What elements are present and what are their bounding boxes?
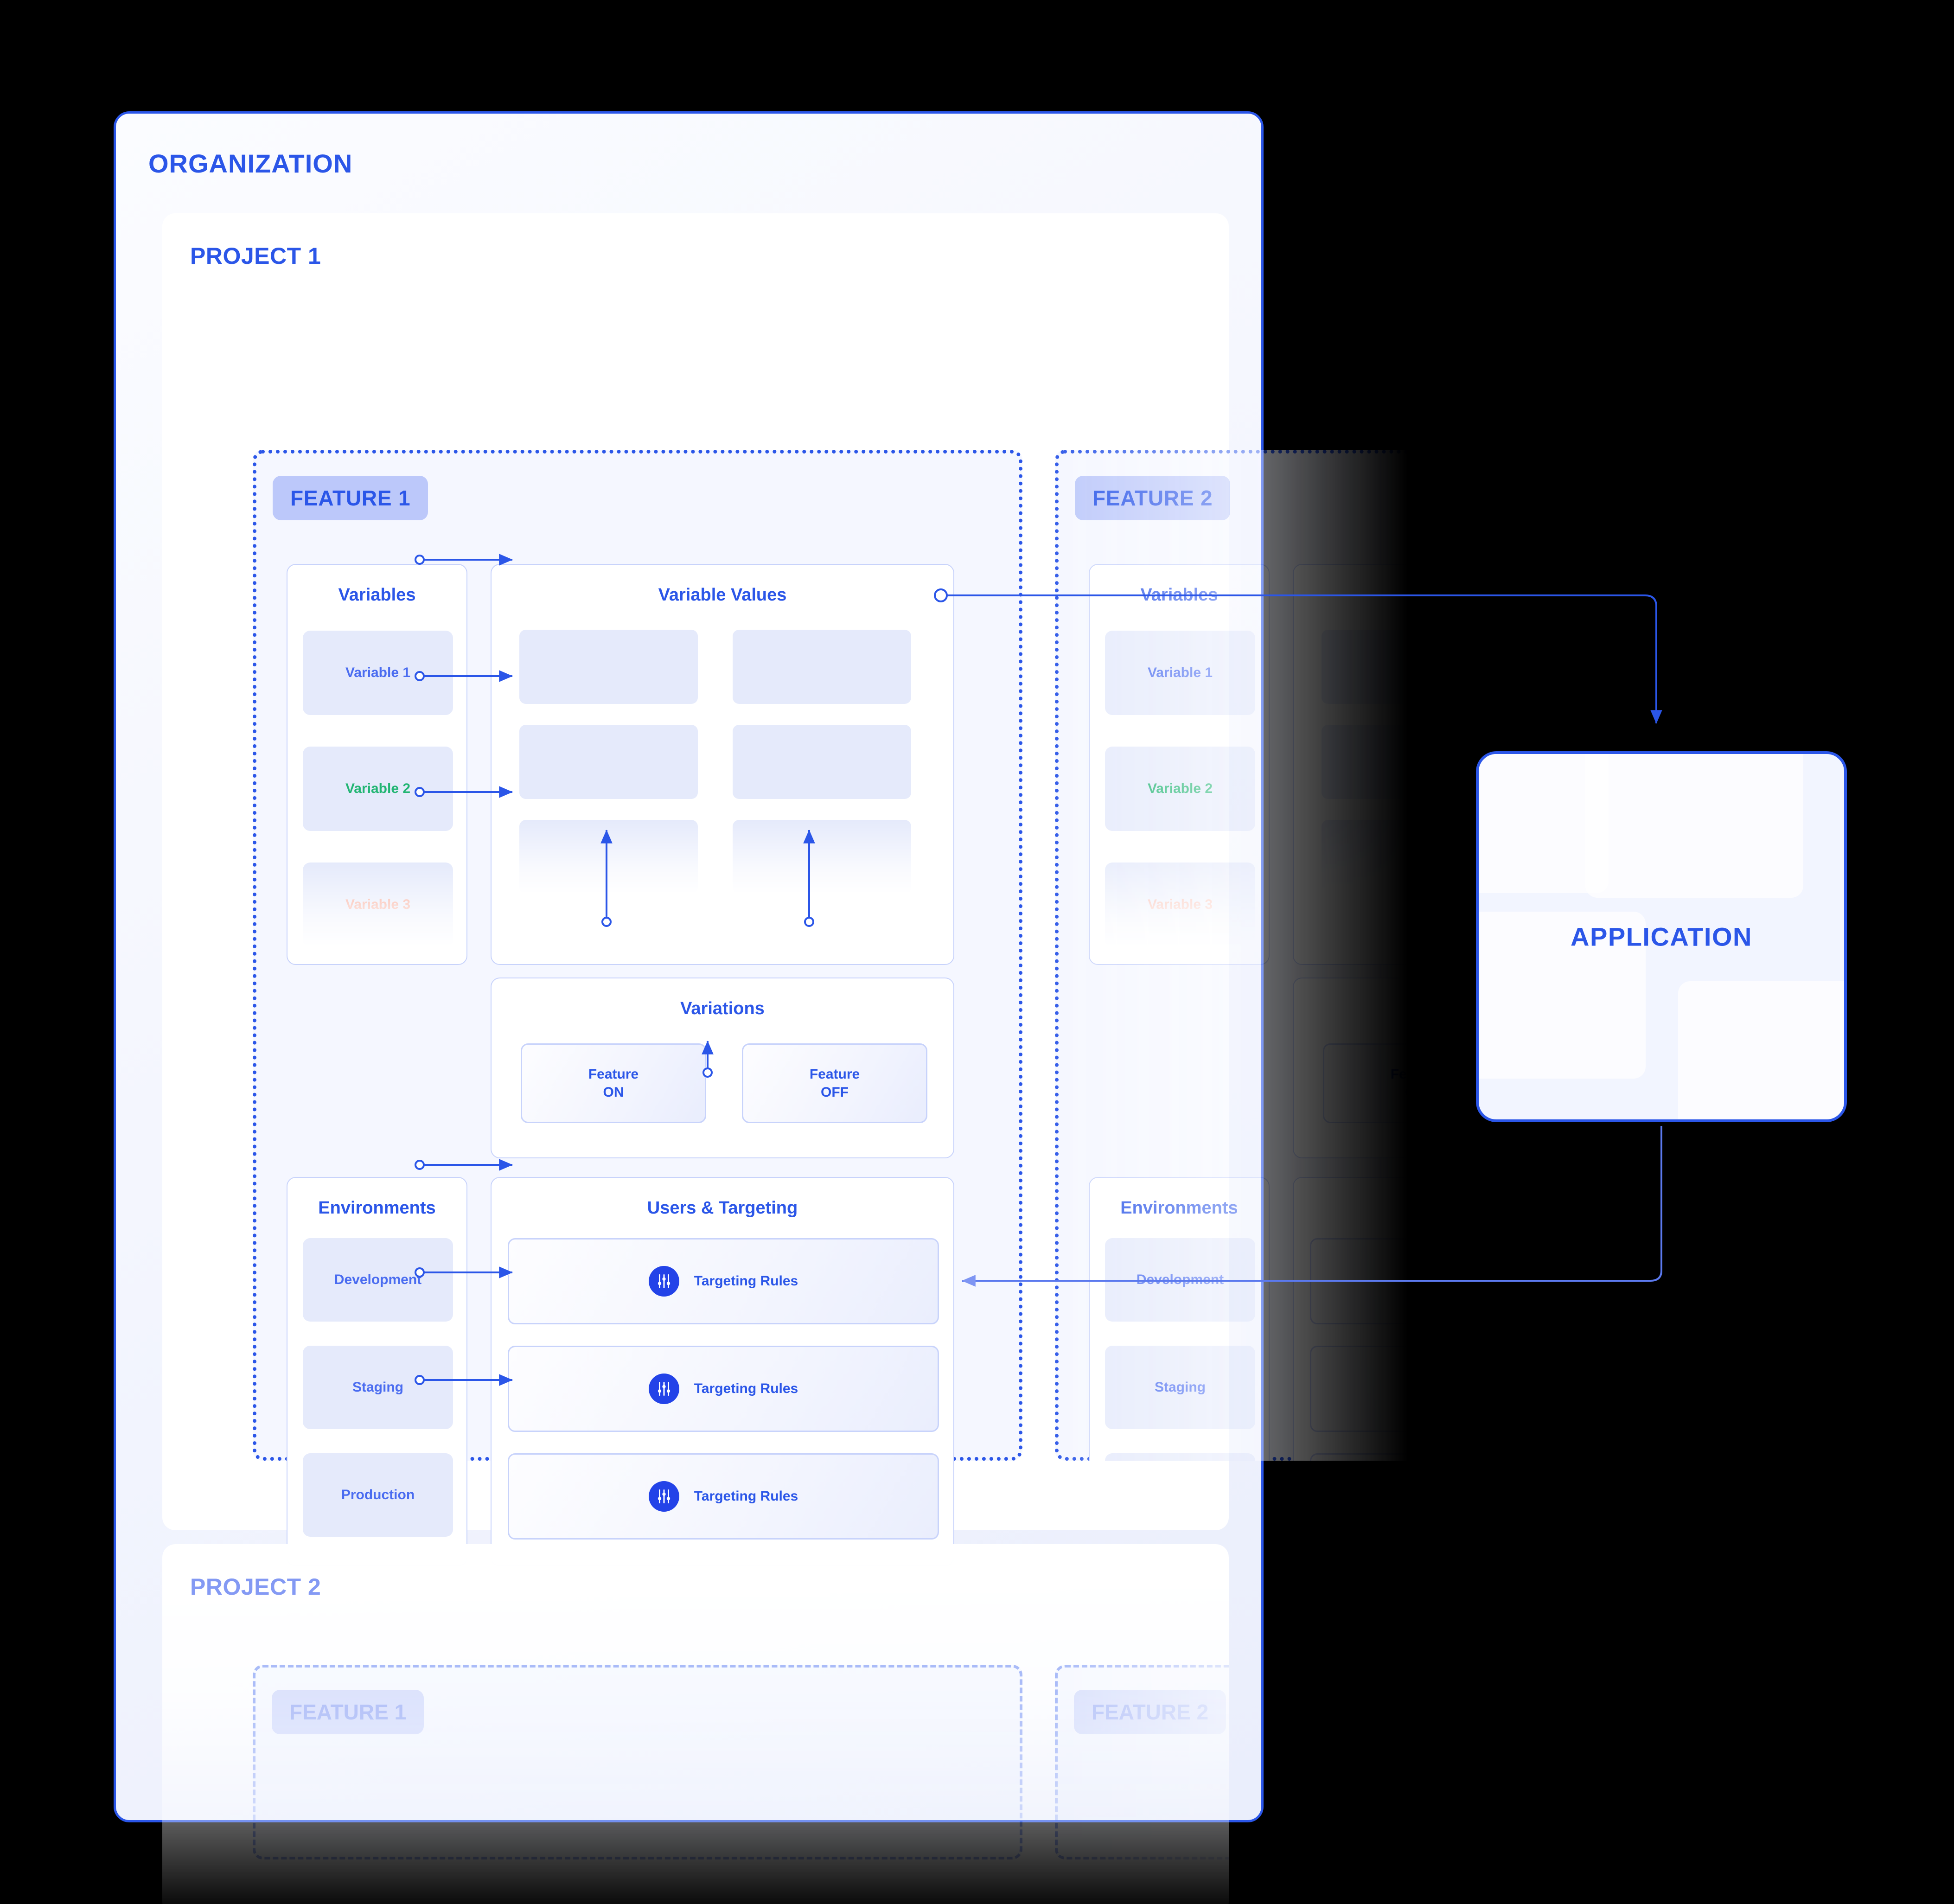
variations-panel-title: Variations: [680, 999, 765, 1018]
variation-feature-on[interactable]: Feature ON: [521, 1043, 706, 1123]
feature-1-variable-values-panel: Variable Values: [491, 564, 954, 965]
project-1-card: PROJECT 1 FEATURE 1 Variables Variable 1…: [162, 213, 1825, 1566]
targeting-rule-row[interactable]: Targeting Rules: [508, 1346, 939, 1432]
organization-card: ORGANIZATION PROJECT 1 FEATURE 1 Variabl…: [114, 111, 1825, 1904]
decorative-shape: [1479, 912, 1646, 1079]
users-targeting-panel-title: Users & Targeting: [647, 1198, 798, 1218]
sliders-icon: [648, 1481, 679, 1512]
project-2-feature-2-badge[interactable]: FEATURE 2: [1074, 1690, 1226, 1734]
variation-on-line2: ON: [603, 1085, 624, 1100]
targeting-rule-row[interactable]: Targeting Rules: [508, 1238, 939, 1324]
variable-value-cell[interactable]: [1322, 725, 1500, 799]
feature-2-environments-panel: Environments Development Staging Product…: [1089, 1177, 1270, 1566]
environment-chip-staging[interactable]: Staging: [303, 1346, 453, 1429]
environment-chip-development[interactable]: Development: [303, 1238, 453, 1322]
variation-on-line2: ON: [1405, 1085, 1426, 1100]
targeting-rule-label: Targeting Rules: [694, 1273, 798, 1289]
organization-title: ORGANIZATION: [148, 149, 353, 178]
feature-2-users-targeting-panel: Users & Targeting Targeting Rules Target…: [1293, 1177, 1756, 1566]
targeting-rule-label: Targeting Rules: [1496, 1381, 1601, 1396]
variable-chip-1[interactable]: Variable 1: [303, 631, 453, 715]
targeting-rule-label: Targeting Rules: [694, 1489, 798, 1504]
variable-value-cell[interactable]: [519, 725, 698, 799]
feature-1-badge[interactable]: FEATURE 1: [273, 476, 428, 520]
variables-panel-title: Variables: [1140, 585, 1218, 605]
feature-1-users-targeting-panel: Users & Targeting: [491, 1177, 954, 1566]
sliders-icon: [1450, 1481, 1481, 1512]
sliders-icon: [1450, 1266, 1481, 1297]
project-2-feature-1-container[interactable]: FEATURE 1: [253, 1665, 1022, 1859]
variation-off-line2: OFF: [821, 1085, 849, 1100]
sliders-icon: [648, 1266, 679, 1297]
targeting-rule-row[interactable]: Targeting Rules: [1310, 1453, 1741, 1540]
sliders-icon: [1450, 1374, 1481, 1404]
feature-1-container[interactable]: FEATURE 1 Variables Variable 1 Variable …: [253, 450, 1022, 1566]
feature-1-variables-panel: Variables Variable 1 Variable 2 Variable…: [287, 564, 467, 965]
feature-2-variables-panel: Variables Variable 1 Variable 2 Variable…: [1089, 564, 1270, 965]
variables-panel-title: Variables: [338, 585, 416, 605]
variable-value-cell[interactable]: [733, 725, 911, 799]
variable-value-cell[interactable]: [733, 630, 911, 704]
variable-values-panel-title: Variable Values: [1460, 585, 1589, 605]
project-2-feature-1-badge[interactable]: FEATURE 1: [272, 1690, 424, 1734]
variable-chip-3[interactable]: Variable 3: [303, 863, 453, 947]
application-box[interactable]: APPLICATION: [1476, 751, 1847, 1122]
variable-chip-2[interactable]: Variable 2: [1105, 747, 1255, 831]
environment-chip-development[interactable]: Development: [1105, 1238, 1255, 1322]
project-2-feature-2-container[interactable]: FEATURE 2: [1055, 1665, 1825, 1859]
environments-panel-title: Environments: [1120, 1198, 1238, 1218]
decorative-shape: [1585, 754, 1803, 898]
targeting-rule-row[interactable]: Targeting Rules: [508, 1453, 939, 1540]
targeting-rule-row[interactable]: Targeting Rules: [1310, 1346, 1741, 1432]
variation-on-line1: Feature: [1390, 1067, 1441, 1082]
variable-chip-3[interactable]: Variable 3: [1105, 863, 1255, 947]
application-label: APPLICATION: [1571, 922, 1752, 952]
variation-on-line1: Feature: [588, 1067, 639, 1082]
environments-panel-title: Environments: [318, 1198, 436, 1218]
project-2-title: PROJECT 2: [190, 1574, 321, 1600]
variable-value-cell[interactable]: [519, 630, 698, 704]
variable-value-cell[interactable]: [1535, 630, 1713, 704]
variable-value-cell[interactable]: [733, 820, 911, 894]
targeting-rule-label: Targeting Rules: [1496, 1273, 1601, 1289]
feature-1-variations-panel: Variations Feature ON Feature OFF: [491, 978, 954, 1158]
targeting-rule-label: Targeting Rules: [1496, 1489, 1601, 1504]
project-1-title: PROJECT 1: [190, 243, 321, 269]
variable-values-panel-title: Variable Values: [658, 585, 787, 605]
environment-chip-staging[interactable]: Staging: [1105, 1346, 1255, 1429]
variation-off-line1: Feature: [809, 1067, 860, 1082]
variation-feature-off[interactable]: Feature OFF: [742, 1043, 927, 1123]
feature-2-badge[interactable]: FEATURE 2: [1075, 476, 1231, 520]
variable-value-cell[interactable]: [519, 820, 698, 894]
targeting-rule-label: Targeting Rules: [694, 1381, 798, 1396]
environment-chip-production[interactable]: Production: [1105, 1453, 1255, 1537]
project-2-card: PROJECT 2 FEATURE 1 FEATURE 2: [162, 1544, 1825, 1904]
variable-chip-2[interactable]: Variable 2: [303, 747, 453, 831]
variable-chip-1[interactable]: Variable 1: [1105, 631, 1255, 715]
variable-value-cell[interactable]: [1322, 630, 1500, 704]
variable-value-cell[interactable]: [1322, 820, 1500, 894]
environment-chip-production[interactable]: Production: [303, 1453, 453, 1537]
targeting-rule-row[interactable]: Targeting Rules: [1310, 1238, 1741, 1324]
sliders-icon: [648, 1374, 679, 1404]
users-targeting-panel-title: Users & Targeting: [1449, 1198, 1600, 1218]
feature-1-environments-panel: Environments Development Staging Product…: [287, 1177, 467, 1566]
decorative-shape: [1678, 981, 1844, 1119]
